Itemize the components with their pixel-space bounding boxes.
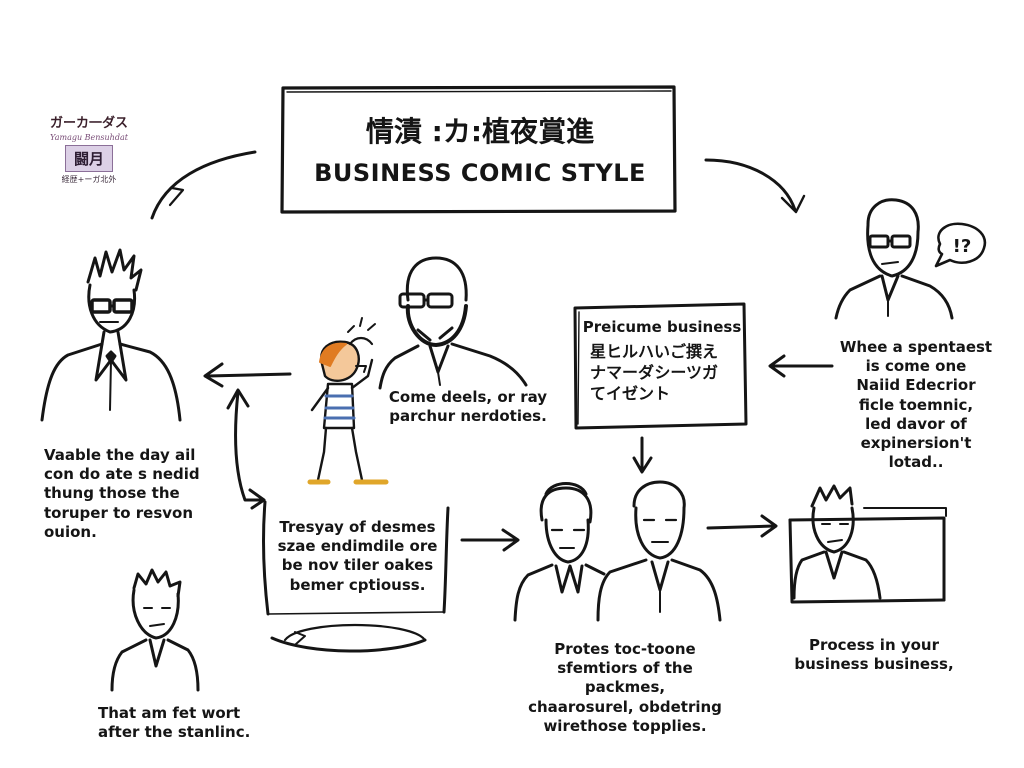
screen-man-figure <box>792 484 882 600</box>
brand-logo: ガーカ一ダス Yamagu Bensuhdat 闘月 経歴+ーガ北外 <box>30 112 148 185</box>
center-box-text: Tresyay of desmes szae endimdile ore be … <box>277 518 438 594</box>
vertical-double-arrow <box>226 388 266 510</box>
bald-bearded-man-figure <box>378 256 528 390</box>
center-speech-text: Come deels, or ray parchur nerdoties. <box>388 388 548 426</box>
glasses-man-figure <box>834 198 954 320</box>
arrow-to-right-box <box>768 354 834 378</box>
top-left-curved-arrow <box>150 150 257 220</box>
bottom-center-text: Protes toc-toone sfemtiors of the packme… <box>528 640 722 735</box>
man-figure <box>596 480 722 622</box>
bottom-left-text: That am fet wort after the stanlinc. <box>98 704 251 742</box>
top-right-curved-arrow <box>704 158 806 214</box>
arrow-to-pair <box>460 528 520 552</box>
bottom-right-text: Process in your business business, <box>794 636 954 674</box>
logo-line-4: 経歴+ーガ北外 <box>61 175 117 184</box>
right-text-box <box>573 302 748 430</box>
center-text-box <box>262 500 450 653</box>
speech-bubble <box>934 222 987 268</box>
exclaim-text: !? <box>953 236 972 257</box>
woman-figure <box>513 482 606 622</box>
right-mid-text: Whee a spentaest is come one Naiid Edecr… <box>839 338 993 472</box>
kid-figure <box>307 317 389 485</box>
arrow-to-screen <box>706 514 778 538</box>
arrow-down-to-pair <box>632 436 653 474</box>
title-en: BUSINESS COMIC STYLE <box>314 159 646 187</box>
logo-line-1: ガーカ一ダス <box>49 116 128 131</box>
title-frame <box>280 85 677 214</box>
title-jp: 情漬 :カ:植夜賞進 <box>365 115 595 148</box>
right-box-jp-text: 星ヒルハいご撰え ナマーダシーツガ てイゼント <box>590 342 719 403</box>
screen-frame <box>788 507 947 604</box>
arrow-to-left-person <box>203 362 292 388</box>
logo-badge: 闘月 <box>64 145 113 172</box>
logo-line-2: Yamagu Bensuhdat <box>50 133 128 142</box>
spiky-hair-man-figure <box>40 248 182 422</box>
left-mid-text: Vaable the day ail con do ate s nedid th… <box>44 446 200 541</box>
right-box-title: Preicume business <box>582 318 742 336</box>
bottom-left-man-figure <box>110 568 200 692</box>
